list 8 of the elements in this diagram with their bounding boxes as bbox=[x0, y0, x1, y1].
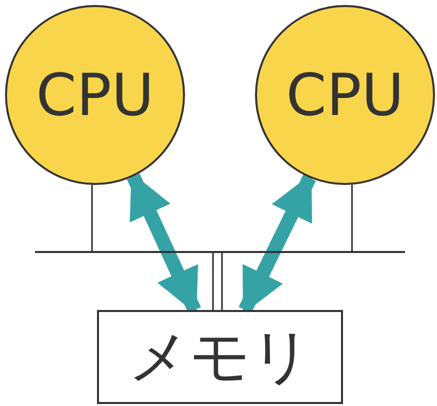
memory-box bbox=[97, 310, 343, 404]
bus-line bbox=[91, 184, 93, 251]
node-label: CPU bbox=[286, 61, 404, 129]
node-label: メモリ bbox=[128, 320, 312, 394]
bus-line bbox=[212, 253, 214, 310]
bus-line bbox=[221, 253, 223, 310]
node-label: CPU bbox=[36, 61, 154, 129]
bus-line bbox=[351, 184, 353, 251]
